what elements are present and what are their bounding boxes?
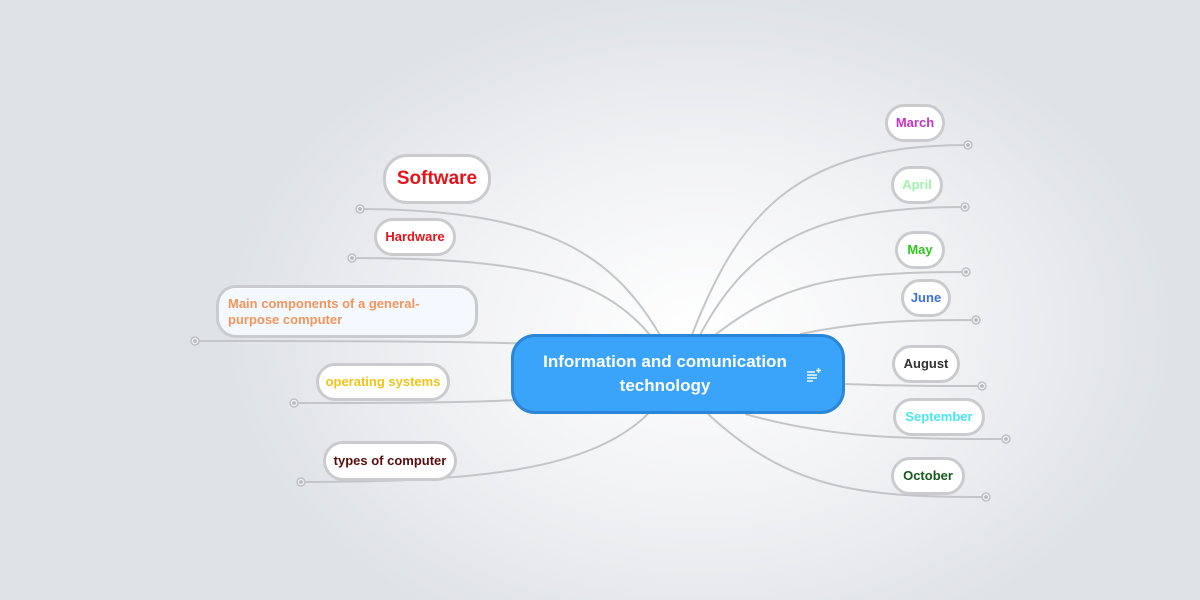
connector-types-of-computer [300, 413, 649, 483]
topic-software-label: Software [396, 168, 478, 189]
connector-october [707, 413, 987, 498]
topic-types-of-computer-label: types of computer [333, 453, 447, 468]
topic-march[interactable]: March [885, 104, 945, 142]
collapse-handle-software[interactable] [355, 204, 365, 214]
connector-september [744, 413, 1007, 440]
connector-hardware [351, 257, 651, 336]
collapse-handle-types-of-computer[interactable] [296, 477, 306, 487]
collapse-handle-march[interactable] [963, 140, 973, 150]
topic-april[interactable]: April [891, 166, 943, 204]
connector-software [359, 208, 661, 336]
collapse-handle-hardware[interactable] [347, 253, 357, 263]
topic-march-label: March [895, 115, 935, 130]
connector-main-components [194, 340, 546, 345]
central-topic-title: Information and comunication technology [543, 352, 787, 395]
topic-august-label: August [903, 356, 949, 371]
central-topic[interactable]: Information and comunication technology [511, 334, 845, 414]
topic-september[interactable]: September [893, 398, 985, 436]
topic-operating-systems-label: operating systems [325, 374, 441, 389]
connector-august [844, 383, 983, 387]
collapse-handle-april[interactable] [960, 202, 970, 212]
topic-types-of-computer[interactable]: types of computer [323, 441, 457, 481]
topic-september-label: September [905, 409, 973, 424]
connector-march [691, 144, 969, 336]
collapse-handle-main-components[interactable] [190, 336, 200, 346]
topic-may-label: May [907, 242, 933, 257]
collapse-handle-operating-systems[interactable] [289, 398, 299, 408]
notes-icon[interactable] [806, 367, 822, 383]
topic-april-label: April [902, 177, 932, 192]
topic-main-components[interactable]: Main components of a general-purpose com… [216, 285, 478, 338]
topic-operating-systems[interactable]: operating systems [316, 363, 450, 401]
collapse-handle-may[interactable] [961, 267, 971, 277]
collapse-handle-september[interactable] [1001, 434, 1011, 444]
connector-may [714, 271, 967, 336]
topic-june[interactable]: June [901, 279, 951, 317]
connector-operating-systems [293, 399, 519, 404]
topic-october[interactable]: October [891, 457, 965, 495]
topic-hardware[interactable]: Hardware [374, 218, 456, 256]
topic-hardware-label: Hardware [385, 229, 445, 244]
collapse-handle-june[interactable] [971, 315, 981, 325]
connector-april [699, 206, 966, 336]
collapse-handle-august[interactable] [977, 381, 987, 391]
connector-june [799, 319, 977, 335]
topic-may[interactable]: May [895, 231, 945, 269]
topic-june-label: June [910, 290, 942, 305]
collapse-handle-october[interactable] [981, 492, 991, 502]
topic-software[interactable]: Software [383, 154, 491, 204]
topic-october-label: October [903, 468, 953, 483]
topic-august[interactable]: August [892, 345, 960, 383]
topic-main-components-label: Main components of a general-purpose com… [228, 295, 420, 327]
